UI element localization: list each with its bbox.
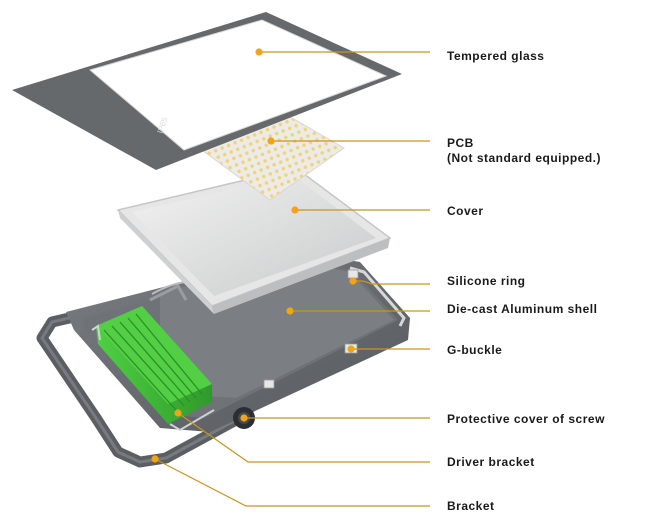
- label-screw-cover: Protective cover of screw: [447, 412, 605, 426]
- label-tempered-glass: Tempered glass: [447, 49, 545, 63]
- label-silicone-ring: Silicone ring: [447, 274, 526, 288]
- label-pcb: PCB (Not standard equipped.): [447, 136, 601, 166]
- label-pcb-note: (Not standard equipped.): [447, 151, 601, 165]
- leader-driver-bracket: [174, 409, 430, 463]
- leader-screw-cover: [240, 414, 430, 422]
- callout-leaders: [151, 48, 430, 507]
- leader-pcb: [267, 137, 430, 145]
- driver: [96, 306, 212, 424]
- leader-silicone-ring: [349, 277, 430, 285]
- driver-bracket: [91, 324, 215, 432]
- leader-cover: [291, 206, 430, 214]
- tempered-glass: IP65: [12, 12, 402, 170]
- label-cover: Cover: [447, 204, 484, 218]
- bracket: [36, 310, 242, 468]
- label-driver-bracket: Driver bracket: [447, 455, 535, 469]
- label-aluminum-shell: Die-cast Aluminum shell: [447, 302, 598, 316]
- label-g-buckle: G-buckle: [447, 343, 503, 357]
- leader-aluminum-shell: [286, 307, 430, 315]
- label-pcb-title: PCB: [447, 136, 474, 150]
- label-bracket: Bracket: [447, 499, 495, 513]
- leader-g-buckle: [347, 345, 430, 353]
- leader-tempered-glass: [255, 48, 430, 56]
- reflector-cover: [116, 167, 392, 314]
- leader-bracket: [151, 455, 430, 507]
